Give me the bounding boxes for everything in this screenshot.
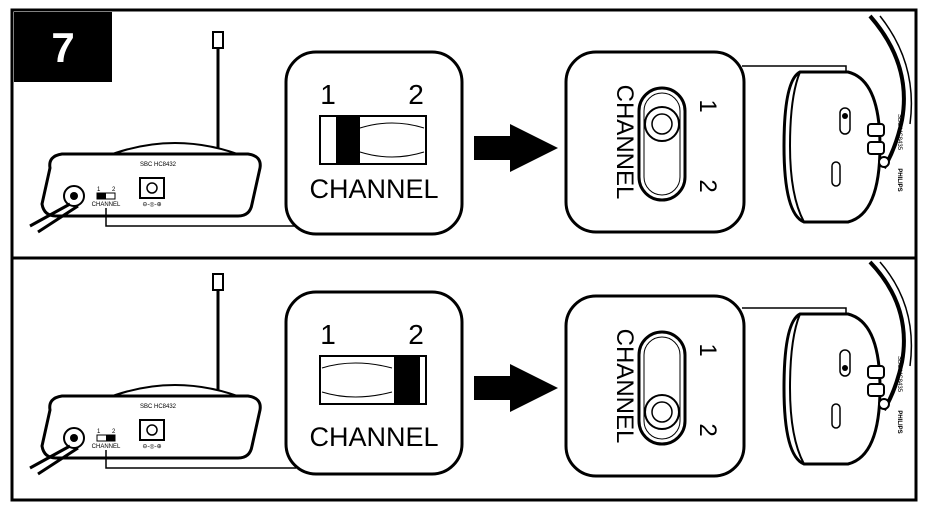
panel-top: SBC HC8432 ⊖-◎-⊕ 1 2 CHANNEL 1 2 CHANNEL bbox=[29, 14, 913, 236]
power-jack-pin bbox=[70, 192, 78, 200]
dc-in-mark: ⊖-◎-⊕ bbox=[142, 202, 161, 208]
headphone-model-label: SBC HC8435 bbox=[896, 114, 902, 151]
base-switch-zoom: 1 2 CHANNEL bbox=[284, 290, 464, 476]
power-jack-pin bbox=[70, 434, 78, 442]
headphone: SBC HC8435 PHILIPS bbox=[782, 260, 913, 466]
zoom-caption: CHANNEL bbox=[309, 422, 438, 452]
headphone-model-label: SBC HC8435 bbox=[896, 356, 902, 393]
headphone-channel-switch bbox=[839, 107, 851, 135]
dc-in-socket-ring bbox=[146, 182, 158, 194]
dc-in-socket-ring bbox=[146, 424, 158, 436]
zoom-switch-track-curves bbox=[321, 362, 393, 398]
volume-control bbox=[831, 161, 841, 187]
base-model-label: SBC HC8432 bbox=[140, 404, 177, 410]
base-model-label: SBC HC8432 bbox=[140, 162, 177, 168]
headphone-zoom-number-1: 1 bbox=[694, 343, 721, 356]
outer-frame bbox=[10, 8, 918, 502]
power-cable bbox=[29, 202, 79, 234]
base-switch-caption: CHANNEL bbox=[92, 444, 121, 450]
base-switch-label-1: 1 bbox=[97, 429, 101, 435]
earcup-cushion-edge bbox=[788, 71, 805, 223]
headphone-zoom-track-inner bbox=[643, 336, 681, 440]
arrow-top bbox=[474, 124, 558, 172]
base-switch-label-2: 2 bbox=[112, 429, 116, 435]
base-switch-label-1: 1 bbox=[97, 187, 101, 193]
earcup bbox=[782, 70, 882, 224]
headphone-zoom-number-2: 2 bbox=[694, 179, 721, 192]
zoom-switch-track-curves bbox=[359, 122, 425, 158]
headphone-zoom-number-2: 2 bbox=[694, 423, 721, 436]
base-switch-knob-top bbox=[97, 193, 106, 199]
step-number: 7 bbox=[51, 24, 74, 71]
headphone-channel-switch-knob bbox=[842, 113, 848, 119]
headphone-brand-label: PHILIPS bbox=[896, 168, 902, 191]
zoom-number-2: 2 bbox=[408, 79, 424, 110]
zoom-switch-slider-top bbox=[336, 116, 360, 164]
headband-inner-edge bbox=[879, 15, 913, 125]
base-switch-label-2: 2 bbox=[112, 187, 116, 193]
dc-in-mark: ⊖-◎-⊕ bbox=[142, 444, 161, 450]
zoom-caption: CHANNEL bbox=[309, 174, 438, 204]
headphone-zoom-track-inner bbox=[643, 92, 681, 196]
step-badge bbox=[14, 12, 112, 82]
headphone-zoom-knob-bottom-inner bbox=[651, 401, 673, 423]
headphone-channel-switch bbox=[839, 349, 851, 377]
volume-control bbox=[831, 403, 841, 429]
zoom-switch-track bbox=[319, 115, 427, 165]
headphone-zoom-caption: CHANNEL bbox=[611, 329, 638, 444]
zoom-number-2: 2 bbox=[408, 319, 424, 350]
headband bbox=[868, 260, 906, 412]
base-switch-knob-bottom bbox=[106, 435, 115, 441]
leader-line-base bbox=[105, 450, 296, 469]
antenna-tip bbox=[212, 273, 224, 291]
earcup-hinge-top bbox=[867, 123, 885, 137]
earcup-pivot bbox=[878, 156, 890, 168]
headphone-zoom-caption: CHANNEL bbox=[611, 85, 638, 200]
headphone: SBC HC8435 PHILIPS bbox=[782, 14, 913, 224]
earcup-hinge-bottom bbox=[867, 141, 885, 155]
headphone-brand-label: PHILIPS bbox=[896, 410, 902, 433]
zoom-number-1: 1 bbox=[320, 79, 336, 110]
headband-inner-edge bbox=[879, 261, 913, 367]
headphone-zoom-number-1: 1 bbox=[694, 99, 721, 112]
earcup-hinge-bottom bbox=[867, 383, 885, 397]
power-cable bbox=[29, 444, 79, 476]
headphone-switch-zoom: CHANNEL 1 2 bbox=[564, 294, 847, 478]
headphone-switch-zoom: CHANNEL 1 2 bbox=[564, 50, 847, 234]
antenna-tip bbox=[212, 31, 224, 49]
panel-bottom: SBC HC8432 ⊖-◎-⊕ 1 2 CHANNEL 1 2 CHANNEL bbox=[29, 260, 913, 478]
base-switch-caption: CHANNEL bbox=[92, 202, 121, 208]
zoom-switch-slider-bottom bbox=[394, 356, 420, 404]
headphone-zoom-knob-top-inner bbox=[651, 113, 673, 135]
earcup-pivot bbox=[878, 398, 890, 410]
earcup-hinge-top bbox=[867, 365, 885, 379]
base-station: SBC HC8432 ⊖-◎-⊕ 1 2 CHANNEL bbox=[29, 273, 296, 476]
base-switch-zoom: 1 2 CHANNEL bbox=[284, 50, 464, 236]
base-station: SBC HC8432 ⊖-◎-⊕ 1 2 CHANNEL bbox=[29, 31, 296, 234]
arrow-bottom bbox=[474, 364, 558, 412]
headphone-zoom-track bbox=[637, 86, 687, 202]
earcup bbox=[782, 312, 882, 466]
headband bbox=[868, 14, 906, 170]
headphone-channel-switch-knob bbox=[842, 365, 848, 371]
leader-line-base bbox=[105, 208, 296, 227]
zoom-number-1: 1 bbox=[320, 319, 336, 350]
earcup-cushion-edge bbox=[788, 313, 805, 465]
